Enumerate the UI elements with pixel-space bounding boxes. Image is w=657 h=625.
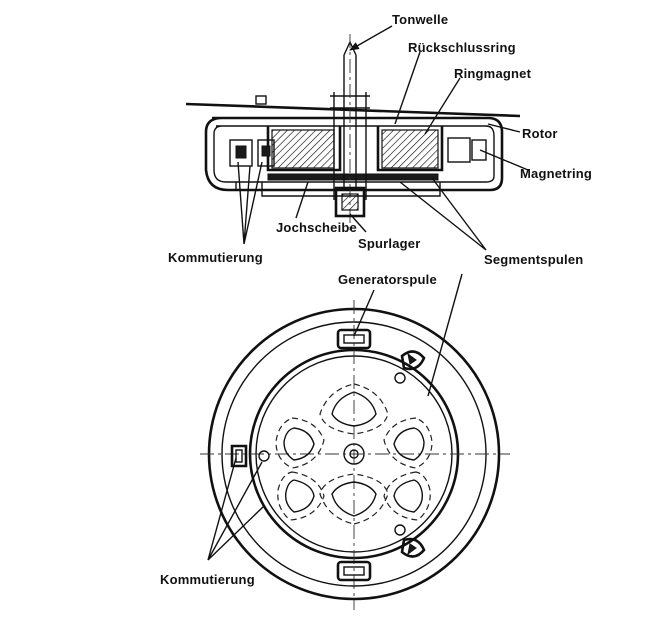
leaders-bottom (207, 273, 463, 561)
magnet-ring-block (447, 137, 471, 163)
commutation-sensor-a (229, 139, 253, 167)
label-segmentspulen: Segmentspulen (484, 252, 583, 267)
magnet-ring-block-2 (471, 139, 487, 161)
label-jochscheibe: Jochscheibe (276, 220, 357, 235)
label-generatorspule: Generatorspule (338, 272, 437, 287)
thrust-bearing-core (341, 193, 359, 211)
commutation-sensor-core-a (235, 145, 247, 159)
center-cross (200, 300, 510, 610)
platter-plate (185, 102, 521, 118)
label-kommutierung-top: Kommutierung (168, 250, 263, 265)
segment-coils-inner (283, 391, 425, 517)
label-rotor: Rotor (522, 126, 558, 141)
hub-outline (333, 92, 367, 200)
label-ringmagnet: Ringmagnet (454, 66, 532, 81)
leaders-top (237, 25, 529, 251)
label-kommutierung-bottom: Kommutierung (160, 572, 255, 587)
label-tonwelle: Tonwelle (392, 12, 448, 27)
segment-coils (275, 383, 433, 525)
rotor-housing-inner (213, 125, 495, 183)
commutation-sensor-core-b (261, 145, 271, 157)
screw-head (255, 95, 267, 105)
label-magnetring: Magnetring (520, 166, 592, 181)
plan-view (200, 300, 510, 610)
commutation-sensor-left (230, 444, 270, 468)
label-rueckschlussring: Rückschlussring (408, 40, 516, 55)
labels: Tonwelle Rückschlussring Ringmagnet Roto… (160, 12, 592, 587)
section-view (185, 34, 521, 230)
screw-bosses (394, 350, 426, 558)
rotor-housing (204, 116, 504, 192)
ring-magnet-right (381, 129, 439, 169)
commutation-sensor-b (257, 139, 275, 167)
thrust-bearing (334, 186, 366, 218)
yoke-disk (267, 173, 439, 181)
ring-magnet-left (271, 129, 335, 169)
label-spurlager: Spurlager (358, 236, 420, 251)
generator-coil-bottom (336, 560, 372, 582)
return-ring-right (376, 126, 444, 172)
